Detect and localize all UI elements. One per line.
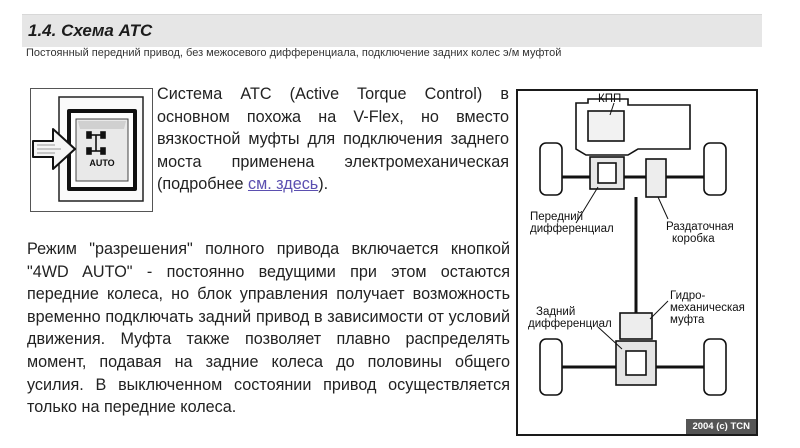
intro-text-end: ).	[318, 175, 329, 194]
see-here-link[interactable]: см. здесь	[247, 175, 319, 194]
4wd-icon	[86, 131, 106, 155]
label-rear-diff-1: Задний	[536, 306, 576, 318]
front-right-wheel	[703, 142, 727, 196]
section-title: 1.4. Схема ATC	[28, 21, 153, 40]
rear-coupling	[619, 312, 653, 340]
switch-illustration: AUTO	[30, 88, 153, 212]
label-coupling-1: Гидро-	[670, 290, 706, 302]
switch-drawing: AUTO	[32, 96, 144, 202]
label-transfer-2: коробка	[672, 233, 715, 245]
label-rear-diff-2: дифференциал	[528, 318, 612, 330]
intro-text: Система ATC (Active Torque Control) в ос…	[157, 85, 509, 194]
mode-paragraph: Режим "разрешения" полного привода включ…	[27, 240, 510, 417]
copyright-badge: 2004 (c) TCN	[686, 419, 756, 434]
label-coupling-3: муфта	[670, 314, 705, 326]
transfer-case	[645, 158, 667, 198]
label-front-diff-2: дифференциал	[530, 223, 614, 235]
drivetrain-diagram: КПП Передний дифференциал Раздаточная ко…	[516, 89, 758, 436]
label-transfer-1: Раздаточная	[666, 221, 734, 233]
intro-paragraph: Система ATC (Active Torque Control) в ос…	[157, 83, 509, 196]
switch-auto-label: AUTO	[89, 158, 114, 168]
pointer-arrow-icon	[32, 128, 76, 170]
front-left-wheel	[539, 142, 563, 196]
rear-right-wheel	[703, 338, 727, 396]
section-subtitle: Постоянный передний привод, без межосево…	[26, 47, 562, 59]
rear-left-wheel	[539, 338, 563, 396]
rear-differential	[615, 340, 657, 386]
label-gearbox: КПП	[598, 93, 622, 105]
drivetrain-drawing	[539, 98, 727, 396]
section-header: 1.4. Схема ATC	[22, 14, 762, 47]
label-coupling-2: механическая	[670, 302, 745, 314]
label-front-diff-1: Передний	[530, 211, 584, 223]
